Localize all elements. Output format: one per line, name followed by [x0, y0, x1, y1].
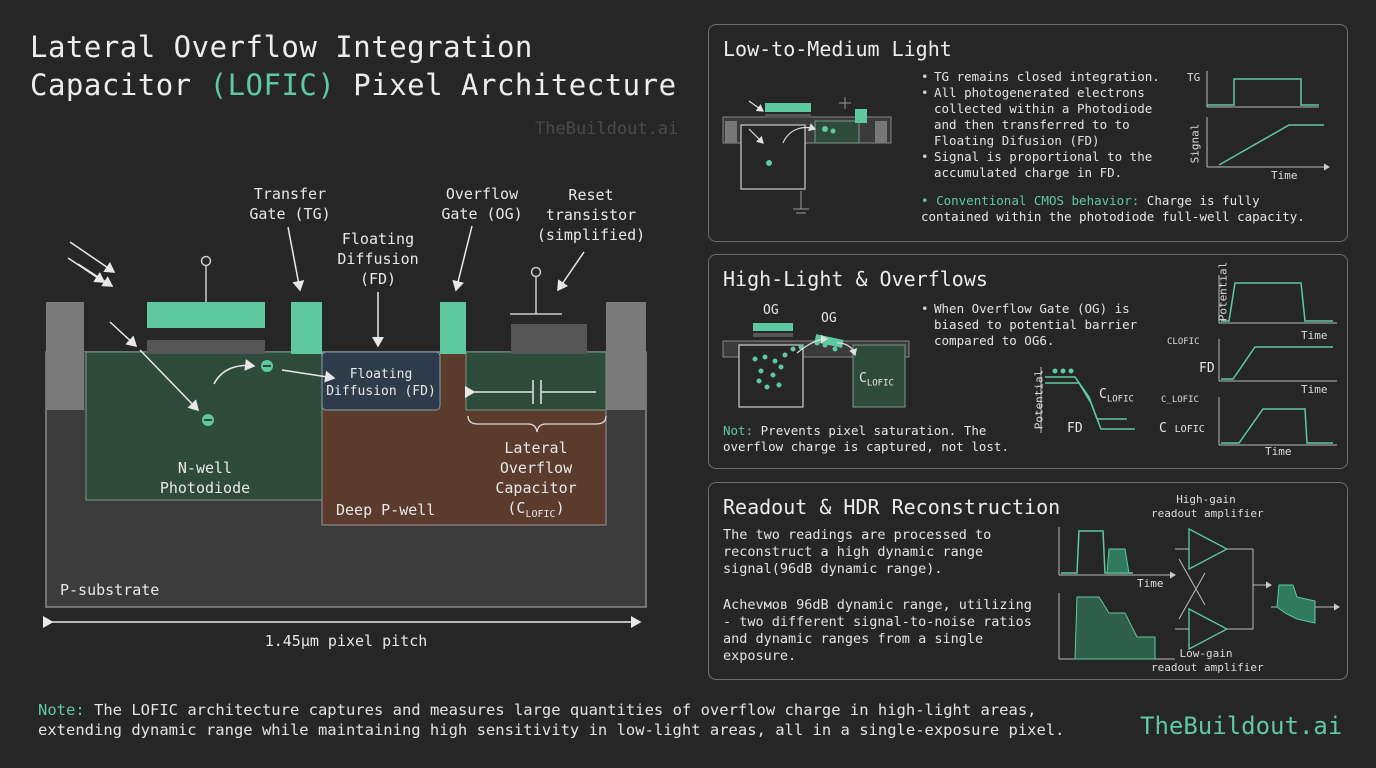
chart-fd-label: FD	[1199, 361, 1215, 376]
brand-logo: TheBuildout.ai	[1140, 712, 1343, 740]
chart-time-1: Time	[1301, 329, 1328, 342]
chart-time-label: Time	[1271, 169, 1298, 182]
chart-potential-label: Potential	[1216, 261, 1230, 322]
clofic-label: CLOFIC	[859, 371, 894, 389]
c-lofic-label: CLOFIC	[1099, 387, 1134, 405]
hdr-time-label: Time	[1137, 577, 1164, 590]
label-p-substrate: P-substrate	[60, 581, 160, 599]
chart-time-3: Time	[1265, 445, 1292, 458]
panel-low-medium-light: Low-to-Medium Light TG remains closed in…	[708, 24, 1348, 242]
panel-readout-hdr: Readout & HDR Reconstruction The two rea…	[708, 482, 1348, 680]
bullet: All photogenerated electrons collected w…	[921, 85, 1167, 149]
overflow-well-illustration	[722, 323, 910, 408]
reset-gate	[511, 324, 587, 354]
transfer-gate	[291, 302, 322, 354]
watermark: TheBuildout.ai	[535, 119, 679, 139]
isolation-right	[606, 302, 646, 410]
cmos-note: • Conventional CMOS behavior: Charge is …	[921, 193, 1305, 224]
bullet: When Overflow Gate (OG) is biased to pot…	[921, 301, 1141, 349]
low-light-well-illustration	[722, 97, 892, 214]
overflow-gate	[440, 302, 466, 354]
title-accent: (LOFIC)	[209, 68, 336, 102]
bullet: TG remains closed integration.	[921, 69, 1167, 85]
isolation-left	[46, 302, 84, 410]
panel3-paragraph-2: Achevмов 96dB dynamic range, utilizing- …	[723, 597, 1032, 664]
label-pixel-pitch: 1.45µm pixel pitch	[264, 632, 428, 650]
potential-diagram	[1040, 367, 1135, 433]
bottom-note: Note: The LOFIC architecture captures an…	[38, 701, 1065, 739]
chart-clofic-label-2: C_LOFIC	[1161, 395, 1199, 405]
og-label-2: OG	[821, 311, 837, 326]
label-deep-pwell: Deep P-well	[336, 501, 436, 519]
overflow-timing-charts	[1218, 275, 1337, 446]
title-line-2-pre: Capacitor	[30, 68, 210, 102]
pixel-cross-section	[43, 225, 647, 628]
lofic-region	[465, 351, 607, 411]
page-title: Lateral Overflow Integration Capacitor (…	[30, 28, 677, 104]
panel-title: High-Light & Overflows	[723, 267, 988, 291]
chart-c-lofic-label: C LOFIC	[1159, 421, 1205, 436]
title-line-2: Capacitor (LOFIC) Pixel Architecture	[30, 66, 677, 104]
chart-tg-label: TG	[1187, 71, 1201, 84]
floating-diffusion-region	[321, 351, 441, 411]
bullet: Signal is proportional to the accumulate…	[921, 149, 1167, 181]
panel2-bullets: When Overflow Gate (OG) is biased to pot…	[921, 301, 1141, 349]
chart-clofic-label: CLOFIC	[1167, 337, 1200, 347]
potential-axis-label: Potential	[1032, 369, 1046, 430]
tg-signal-timing-chart	[1206, 71, 1330, 171]
photo-gate	[147, 302, 265, 328]
chart-signal-label: Signal	[1188, 123, 1202, 164]
hdr-readout-diagram	[1058, 527, 1340, 660]
panel-title: Readout & HDR Reconstruction	[723, 495, 1061, 519]
panel-high-light-overflow: High-Light & Overflows OG OG CLOFIC When…	[708, 254, 1348, 469]
title-line-1: Lateral Overflow Integration	[30, 30, 533, 64]
panel2-note: Not: Prevents pixel saturation. The over…	[723, 423, 1009, 454]
title-line-2-post: Pixel Architecture	[335, 68, 677, 102]
og-label-1: OG	[763, 303, 779, 318]
panel-title: Low-to-Medium Light	[723, 37, 952, 61]
panel1-bullets: TG remains closed integration. All photo…	[921, 69, 1167, 181]
chart-time-2: Time	[1301, 383, 1328, 396]
fd-label: FD	[1067, 421, 1083, 436]
